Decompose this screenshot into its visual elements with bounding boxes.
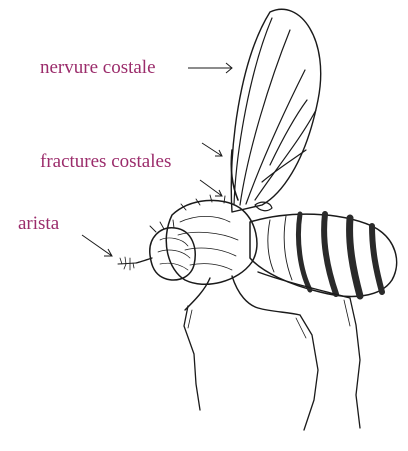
label-arista: arista	[18, 213, 59, 235]
label-fractures-costales: fractures costales	[40, 151, 171, 173]
head	[150, 220, 195, 280]
fractures-costales-pointer-upper	[202, 143, 222, 156]
arista-pointer	[82, 235, 112, 256]
antenna-arista	[118, 257, 152, 270]
middle-leg	[232, 276, 318, 430]
wing	[231, 9, 320, 212]
nervure-costale-pointer	[188, 63, 232, 73]
hind-leg	[258, 272, 360, 428]
front-leg	[184, 278, 210, 410]
abdomen	[250, 214, 397, 296]
label-nervure-costale: nervure costale	[40, 57, 156, 79]
fractures-costales-pointer-lower	[200, 180, 222, 196]
